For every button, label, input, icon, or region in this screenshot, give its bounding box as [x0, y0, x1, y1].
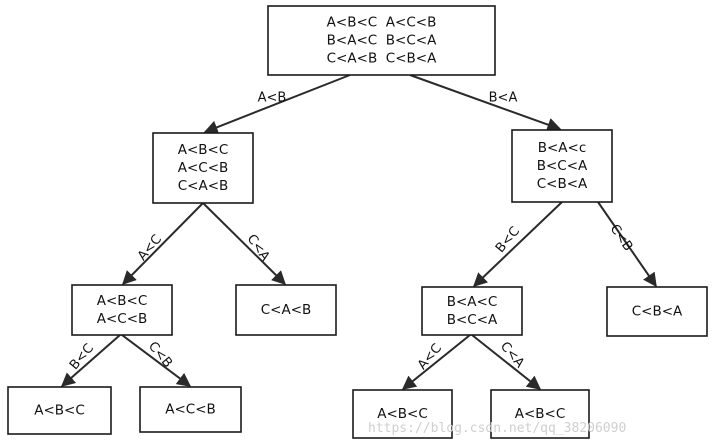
tree-node-rl-left: A<B<C [352, 389, 453, 439]
tree-node-left-right: C<A<B [235, 284, 337, 336]
edge-arrow-right-left-to-rl-right [471, 334, 542, 390]
edge-arrow-left-to-left-left [122, 202, 204, 285]
node-box-ll-right [139, 386, 242, 433]
tree-node-rl-right: A<B<C [490, 389, 590, 439]
edge-label-left-to-left-left: A<C [135, 232, 165, 264]
edge-arrow-root-to-right [409, 74, 562, 132]
edge-label-right-left-to-rl-right: C<A [497, 339, 527, 371]
node-box-right-right [606, 286, 708, 337]
edge-arrow-right-to-right-left [472, 201, 563, 287]
node-line-left-left-1: A<C<B [97, 311, 148, 327]
edge-arrow-left-left-to-ll-right [121, 334, 192, 387]
node-line-root-1: B<A<C B<C<A [327, 33, 437, 49]
edge-label-root-to-left: A<B [258, 91, 287, 106]
node-box-root [267, 5, 496, 76]
node-line-right-0: B<A<c [538, 140, 587, 156]
node-box-right [511, 129, 613, 203]
node-box-rl-right [490, 389, 590, 439]
tree-node-left: A<B<C A<C<B C<A<B [152, 132, 254, 204]
edge-arrow-left-left-to-ll-left [60, 334, 121, 387]
node-line-rl-left-0: A<B<C [377, 406, 428, 422]
node-line-ll-right-0: A<C<B [165, 402, 216, 418]
edge-arrow-right-left-to-rl-left [401, 334, 471, 390]
tree-node-ll-right: A<C<B [139, 386, 242, 433]
node-line-left-2: C<A<B [178, 178, 229, 194]
tree-node-ll-left: A<B<C [7, 386, 112, 435]
tree-node-right-right: C<B<A [606, 286, 708, 337]
edge-label-left-left-to-ll-left: B<C [67, 341, 97, 373]
node-line-root-0: A<B<C A<C<B [327, 15, 437, 31]
edge-label-right-to-right-left: B<C [493, 224, 523, 256]
node-line-right-right-0: C<B<A [632, 304, 683, 320]
tree-node-left-left: A<B<C A<C<B [71, 284, 173, 336]
edge-label-right-left-to-rl-left: A<C [415, 341, 445, 373]
node-box-left-right [235, 284, 337, 336]
node-line-right-2: C<B<A [537, 176, 588, 192]
tree-node-root: A<B<C A<C<B B<A<C B<C<A C<A<B C<B<A [267, 5, 496, 76]
node-box-ll-left [7, 386, 112, 435]
node-box-left-left [71, 284, 173, 336]
node-line-left-left-0: A<B<C [97, 293, 148, 309]
node-line-ll-left-0: A<B<C [34, 403, 85, 419]
node-line-rl-right-0: A<B<C [515, 406, 566, 422]
node-box-left [152, 132, 254, 204]
node-line-left-right-0: C<A<B [261, 302, 312, 318]
node-line-right-left-1: B<C<A [447, 312, 498, 328]
node-line-left-0: A<B<C [178, 142, 229, 158]
node-line-root-2: C<A<B C<B<A [327, 51, 437, 67]
node-line-right-left-0: B<A<C [447, 294, 498, 310]
edge-label-root-to-right: B<A [489, 91, 518, 106]
tree-node-right-left: B<A<C B<C<A [421, 286, 523, 336]
node-line-right-1: B<C<A [537, 158, 588, 174]
edge-arrow-right-to-right-right [597, 201, 657, 288]
node-line-left-1: A<C<B [178, 160, 229, 176]
tree-node-right: B<A<cB<C<A C<B<A [511, 129, 613, 203]
node-box-rl-left [352, 389, 453, 439]
edge-arrow-left-to-left-right [202, 202, 286, 285]
edge-arrow-root-to-left [203, 74, 351, 134]
node-box-right-left [421, 286, 523, 336]
watermark-text: https://blog.csdn.net/qq_38206090 [368, 421, 626, 436]
